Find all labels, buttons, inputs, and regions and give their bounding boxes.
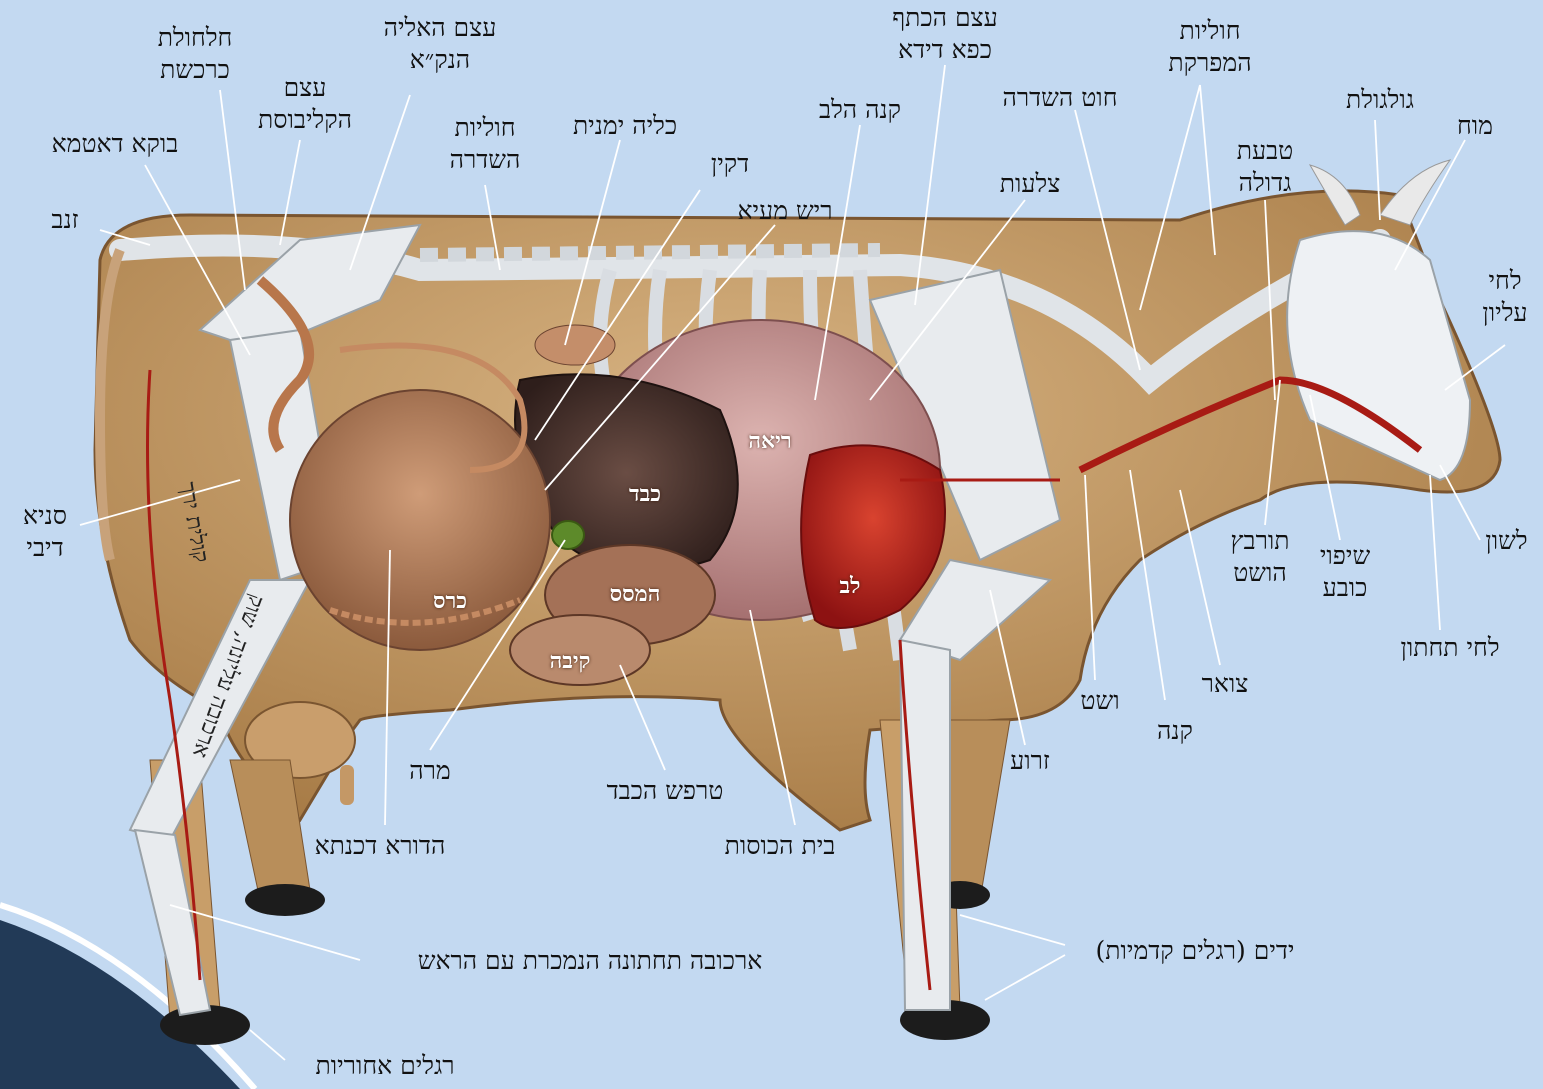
- label-omasum: המסס: [585, 578, 685, 610]
- label-hind-legs: רגלים אחוריות: [290, 1050, 480, 1082]
- label-foreleg: זרוע: [990, 745, 1070, 777]
- label-liver-lobe: טרפש הכבד: [580, 775, 750, 807]
- label-spinal-cord: חוט השדרה: [975, 82, 1145, 114]
- label-tongue: לשון: [1470, 525, 1543, 557]
- label-abomasum: קיבה: [530, 645, 610, 677]
- label-ribs: צלעות: [980, 168, 1080, 200]
- label-hip-joint: בוקא דאטמא: [20, 128, 210, 160]
- label-skull: גולגולת: [1320, 84, 1440, 116]
- label-brain: מוח: [1440, 110, 1510, 142]
- label-lower-jaw: לחי תחתון: [1375, 632, 1525, 664]
- label-front-legs: ידים (רגלים קדמיות): [1065, 935, 1325, 967]
- label-liver: כבד: [605, 478, 685, 510]
- label-reticulum: בית הכוסות: [700, 830, 860, 862]
- label-tail: זנב: [30, 204, 100, 236]
- label-heart: לב: [815, 570, 885, 602]
- label-gallbladder: מרה: [390, 755, 470, 787]
- label-colon-coil: הדורא דכנתא: [290, 830, 470, 862]
- label-trachea: קנה: [1135, 715, 1215, 747]
- label-neck: צואר: [1185, 668, 1265, 700]
- label-lung: ריאה: [725, 425, 815, 457]
- label-lower-hock: ארכובה תחתונה הנמכרת עם הראש: [370, 945, 810, 977]
- label-esophagus: ושט: [1060, 685, 1140, 717]
- kidney-shape: [535, 325, 615, 365]
- label-duodenum: ריש מעיא: [710, 195, 860, 227]
- gallbladder-shape: [552, 521, 584, 549]
- label-trachea-heart: קנה הלב: [795, 94, 925, 126]
- label-rumen: כרס: [410, 585, 490, 617]
- label-small-intestine: דקין: [690, 148, 770, 180]
- label-right-kidney: כליה ימנית: [545, 110, 705, 142]
